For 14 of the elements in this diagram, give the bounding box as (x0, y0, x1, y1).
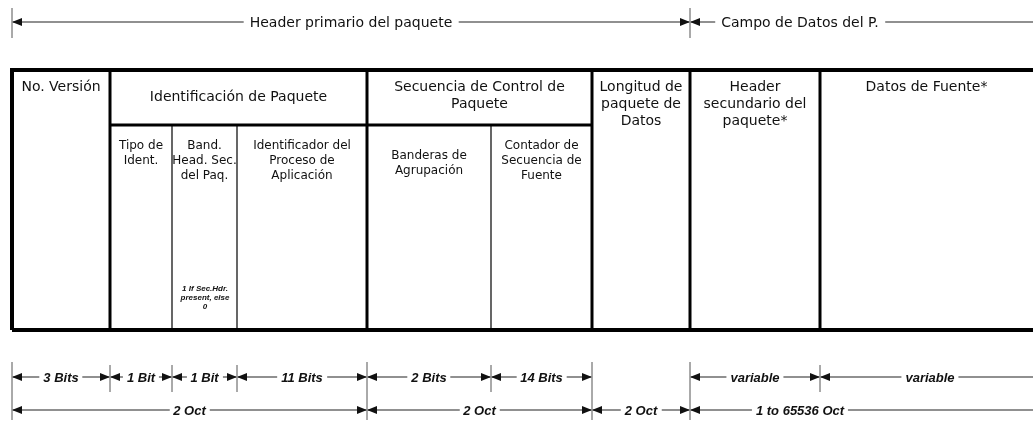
field-name: Header secundario del paquete* (702, 78, 808, 129)
field-name: Contador de Secuencia de Fuente (500, 138, 583, 183)
field-name: Longitud de paquete de Datos (598, 78, 684, 129)
field-name: Tipo de Ident. (117, 138, 165, 168)
section-label: Campo de Datos del P. (715, 14, 885, 30)
field-name: Band. Head. Sec. del Paq. (172, 138, 237, 183)
field-name: Datos de Fuente* (864, 78, 989, 95)
field-name: Banderas de Agrupación (390, 148, 468, 178)
field-name: Identificador del Proceso de Aplicación (252, 138, 352, 183)
field-name: Secuencia de Control de Paquete (393, 78, 566, 112)
section-label: Header primario del paquete (243, 14, 459, 30)
field-name: Identificación de Paquete (148, 88, 329, 105)
field-note: 1 If Sec.Hdr. present, else 0 (180, 284, 230, 311)
field-name: No. Versión (20, 78, 102, 95)
